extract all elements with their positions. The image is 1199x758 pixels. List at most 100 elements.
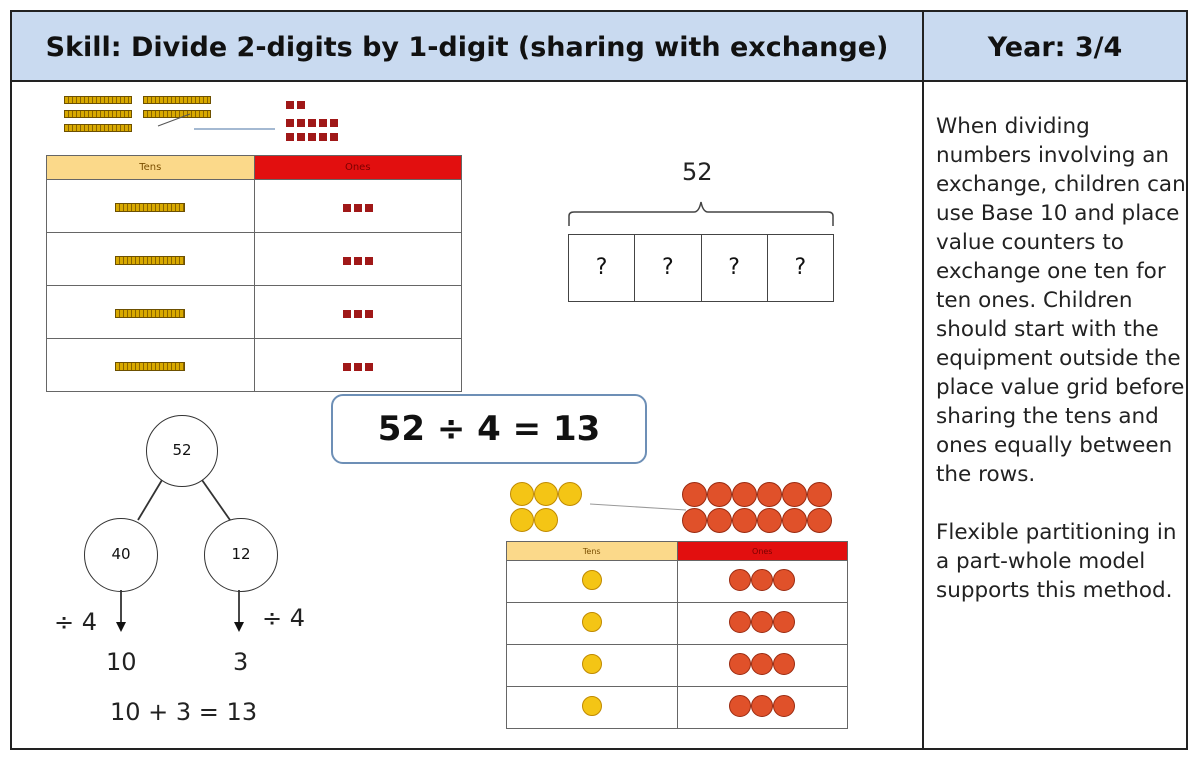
table-row bbox=[46, 338, 462, 392]
one-cube bbox=[285, 119, 294, 127]
one-counter bbox=[682, 482, 707, 507]
one-cube bbox=[353, 309, 362, 318]
one-counter bbox=[782, 508, 807, 533]
tens-cell bbox=[46, 232, 255, 286]
right-divide-label: ÷ 4 bbox=[262, 604, 306, 632]
base10-place-value-table: Tens Ones bbox=[46, 155, 462, 392]
year-label: Year: 3/4 bbox=[987, 32, 1123, 63]
ones-column-header: Ones bbox=[253, 155, 462, 180]
one-cube bbox=[353, 256, 362, 265]
ten-counter bbox=[558, 482, 582, 506]
bar-model-whole: 52 bbox=[682, 158, 713, 186]
whole-value: 52 bbox=[172, 441, 192, 459]
left-divide-label: ÷ 4 bbox=[54, 608, 98, 636]
skill-title: Skill: Divide 2-digits by 1-digit (shari… bbox=[45, 32, 889, 63]
table-row bbox=[46, 285, 462, 339]
ten-counter bbox=[510, 482, 534, 506]
one-cube bbox=[364, 256, 373, 265]
one-cube bbox=[307, 133, 316, 141]
one-counter bbox=[729, 568, 752, 591]
ones-cell bbox=[676, 560, 848, 603]
right-part-value: 12 bbox=[231, 545, 251, 563]
ten-rod bbox=[115, 308, 186, 318]
bar-model-brace bbox=[568, 201, 834, 226]
one-cube bbox=[285, 101, 294, 109]
ten-rod bbox=[143, 96, 211, 104]
one-cube bbox=[364, 362, 373, 371]
one-cube bbox=[296, 119, 305, 127]
notes-paragraph-2: Flexible partitioning in a part-whole mo… bbox=[936, 520, 1177, 603]
teaching-notes: When dividing numbers involving an excha… bbox=[936, 112, 1186, 605]
ten-counter bbox=[581, 569, 602, 590]
one-counter bbox=[751, 568, 774, 591]
bar-part: ? bbox=[635, 235, 702, 301]
counters-place-value-table: Tens Ones bbox=[506, 541, 848, 729]
bar-part: ? bbox=[702, 235, 768, 301]
ones-cell bbox=[253, 285, 462, 339]
one-counter bbox=[773, 568, 796, 591]
whole-circle: 52 bbox=[146, 415, 218, 487]
ones-cell bbox=[253, 232, 462, 286]
ten-counter bbox=[581, 611, 602, 632]
notes-paragraph-1: When dividing numbers involving an excha… bbox=[936, 114, 1186, 487]
bar-model: ? ? ? ? bbox=[568, 234, 834, 302]
one-counter bbox=[757, 482, 782, 507]
tens-cell bbox=[46, 285, 255, 339]
ten-rod bbox=[115, 361, 186, 371]
one-cube bbox=[353, 203, 362, 212]
exchange-connector bbox=[157, 113, 275, 130]
part-circle-right: 12 bbox=[204, 518, 278, 592]
counters-outside-tens bbox=[510, 482, 600, 534]
table-row bbox=[506, 686, 848, 729]
ten-counter bbox=[581, 695, 602, 716]
ten-rod bbox=[143, 110, 211, 118]
one-cube bbox=[364, 309, 373, 318]
sum-equation: 10 + 3 = 13 bbox=[110, 698, 258, 726]
one-cube bbox=[296, 101, 305, 109]
counters-outside-ones bbox=[682, 482, 852, 534]
ones-cell bbox=[676, 602, 848, 645]
ones-cell bbox=[676, 686, 848, 729]
header-bar bbox=[10, 10, 1188, 82]
one-cube bbox=[329, 119, 338, 127]
division-equation: 52 ÷ 4 = 13 bbox=[331, 394, 647, 464]
left-result: 10 bbox=[106, 648, 137, 676]
one-cube bbox=[318, 133, 327, 141]
one-cube bbox=[342, 309, 351, 318]
table-row bbox=[46, 179, 462, 233]
one-counter bbox=[707, 482, 732, 507]
ones-cell bbox=[676, 644, 848, 687]
tens-cell bbox=[46, 338, 255, 392]
bar-part: ? bbox=[794, 255, 807, 280]
one-counter bbox=[773, 652, 796, 675]
counter-exchange-connector bbox=[590, 503, 687, 511]
ones-cell bbox=[253, 338, 462, 392]
tens-cell bbox=[506, 644, 678, 687]
one-counter bbox=[751, 652, 774, 675]
one-counter bbox=[732, 482, 757, 507]
tens-cell bbox=[506, 560, 678, 603]
table-row bbox=[506, 602, 848, 645]
tens-cell bbox=[506, 602, 678, 645]
one-cube bbox=[353, 362, 362, 371]
one-cube bbox=[342, 362, 351, 371]
ten-rod bbox=[64, 124, 132, 132]
one-cube bbox=[318, 119, 327, 127]
part-circle-left: 40 bbox=[84, 518, 158, 592]
one-counter bbox=[729, 652, 752, 675]
tens-cell bbox=[46, 179, 255, 233]
one-counter bbox=[729, 694, 752, 717]
one-counter bbox=[773, 694, 796, 717]
ten-rod bbox=[64, 96, 132, 104]
one-cube bbox=[364, 203, 373, 212]
table-row bbox=[506, 560, 848, 603]
ones-column-header: Ones bbox=[676, 541, 848, 561]
one-counter bbox=[751, 610, 774, 633]
ten-counter bbox=[510, 508, 534, 532]
bar-part: ? bbox=[569, 235, 636, 301]
one-counter bbox=[682, 508, 707, 533]
one-counter bbox=[757, 508, 782, 533]
one-cube bbox=[342, 203, 351, 212]
table-row bbox=[46, 232, 462, 286]
part-whole-lines bbox=[116, 479, 244, 632]
